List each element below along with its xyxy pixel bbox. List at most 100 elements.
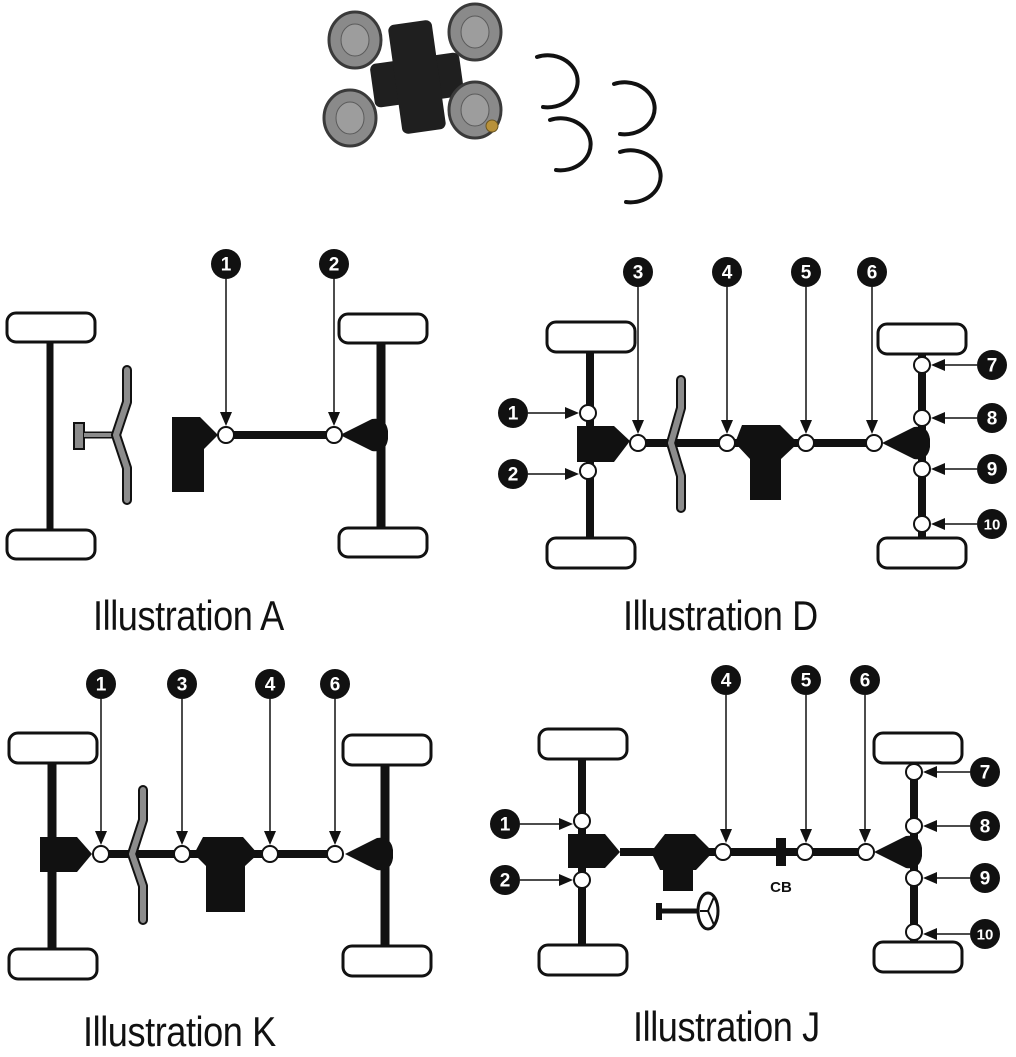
- callout-number: 9: [987, 460, 998, 481]
- callout-number: 5: [801, 263, 812, 284]
- u-joint-marker: [326, 845, 344, 863]
- bearing-cap-face: [460, 93, 490, 127]
- wheel: [545, 536, 637, 570]
- callout-badge: [850, 665, 880, 695]
- wheel: [7, 731, 99, 765]
- callout-number: 3: [177, 675, 188, 696]
- arrow-head: [931, 412, 945, 424]
- arrow-head: [559, 818, 573, 830]
- universal-joint-photo: [322, 2, 663, 205]
- wheel: [337, 312, 429, 345]
- wheel: [876, 322, 968, 356]
- arrow-head: [923, 820, 937, 832]
- callout-badge: [490, 809, 520, 839]
- retaining-clip: [612, 80, 657, 137]
- callout-number: 1: [500, 815, 511, 836]
- arrow-head: [328, 412, 340, 426]
- bearing-cap-face: [340, 23, 370, 57]
- callout-number: 9: [980, 869, 991, 890]
- callout-number: 2: [329, 255, 340, 276]
- arrow-head: [721, 420, 733, 434]
- rear-differential: [340, 418, 388, 452]
- steering-wheel-end: [73, 422, 85, 450]
- front-differential: [577, 426, 630, 462]
- callout-number: 3: [633, 263, 644, 284]
- transmission: [651, 834, 713, 891]
- rear-differential: [874, 835, 922, 869]
- u-joint-marker: [797, 434, 815, 452]
- u-joint-cross-body: [388, 20, 446, 134]
- front-differential: [568, 834, 620, 868]
- callout-number: 7: [980, 763, 991, 784]
- callout-number: 10: [977, 927, 994, 944]
- wheel: [5, 528, 97, 561]
- arrow-head: [866, 420, 878, 434]
- grease-fitting: [485, 119, 499, 133]
- steering-wheel-spokes: [700, 896, 715, 926]
- arrow-head: [565, 468, 579, 480]
- arrow-head: [931, 463, 945, 475]
- callout-badge: [167, 669, 197, 699]
- wheel: [341, 944, 433, 978]
- illustration-k-diagram: 1 3 4 6: [7, 669, 433, 981]
- arrow-head: [176, 831, 188, 845]
- arrow-head: [800, 829, 812, 843]
- front-differential: [40, 837, 92, 872]
- wheel: [537, 943, 629, 977]
- callout-number: 4: [721, 671, 732, 692]
- steering-shaft: [113, 367, 130, 503]
- retaining-clip: [548, 116, 593, 173]
- u-joint-marker: [913, 515, 931, 533]
- arrow-head: [329, 831, 341, 845]
- steering-column-end: [656, 903, 662, 920]
- callout-badge: [977, 509, 1007, 539]
- caption-illustration-k: Illustration K: [83, 1008, 276, 1055]
- callout-badge: [977, 350, 1007, 380]
- callout-badge: [86, 669, 116, 699]
- u-joint-marker: [217, 426, 235, 444]
- u-joint-marker: [573, 812, 591, 830]
- wheel: [341, 733, 433, 767]
- callout-number: 7: [987, 356, 998, 377]
- callout-badge: [970, 757, 1000, 787]
- arrow-head: [931, 359, 945, 371]
- callout-number: 8: [980, 817, 991, 838]
- u-joint-marker: [714, 843, 732, 861]
- u-joint-marker: [261, 845, 279, 863]
- u-joint-marker: [573, 871, 591, 889]
- callout-number: 6: [330, 675, 341, 696]
- caption-illustration-a: Illustration A: [93, 592, 284, 639]
- wheel: [872, 940, 964, 974]
- callout-number: 4: [265, 675, 276, 696]
- callout-badge: [319, 249, 349, 279]
- bearing-cap-face: [460, 15, 490, 49]
- center-bearing-label: CB: [770, 879, 792, 896]
- u-joint-marker: [913, 356, 931, 374]
- u-joint-marker: [913, 409, 931, 427]
- arrow-head: [931, 518, 945, 530]
- u-joint-marker: [905, 869, 923, 887]
- u-joint-marker: [865, 434, 883, 452]
- u-joint-marker: [173, 845, 191, 863]
- arrow-head: [565, 407, 579, 419]
- u-joint-marker: [579, 404, 597, 422]
- arrow-head: [859, 829, 871, 843]
- callout-number: 1: [96, 675, 107, 696]
- arrow-head: [800, 420, 812, 434]
- transmission: [172, 417, 218, 492]
- arrow-head: [220, 412, 232, 426]
- transfer-case: [735, 425, 798, 500]
- arrow-head: [95, 831, 107, 845]
- u-joint-marker: [579, 462, 597, 480]
- u-joint-marker: [92, 845, 110, 863]
- callout-badge: [970, 811, 1000, 841]
- callout-number: 2: [500, 871, 511, 892]
- u-joint-marker: [718, 434, 736, 452]
- callout-number: 1: [221, 255, 232, 276]
- callout-badge: [623, 257, 653, 287]
- transfer-case: [194, 837, 258, 912]
- rear-differential: [882, 426, 930, 460]
- callout-badge: [791, 665, 821, 695]
- callout-number: 5: [801, 671, 812, 692]
